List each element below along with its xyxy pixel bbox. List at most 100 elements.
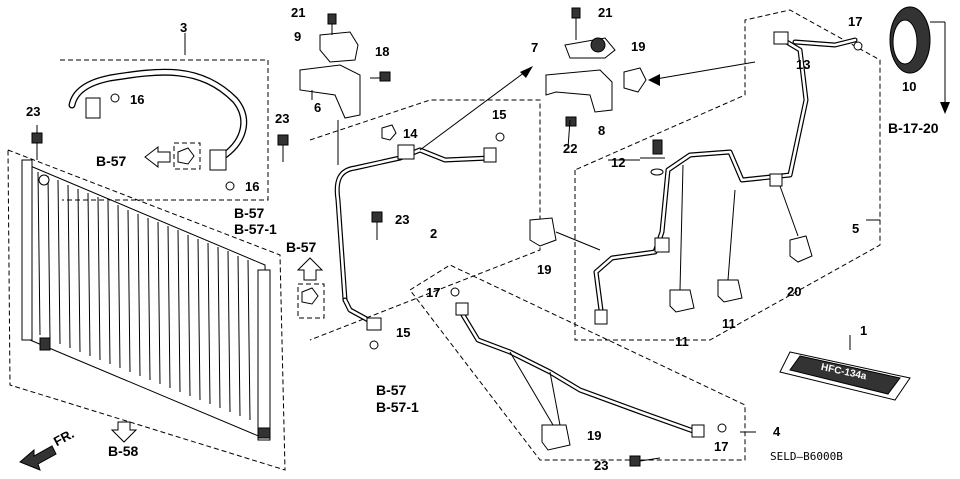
callout-20: 20 [787,284,801,299]
liquid-line [409,264,746,467]
ref-arrow-down [110,421,138,443]
o-ring [717,423,727,433]
ref-arrow-up [296,257,324,281]
pipe-clip [717,279,743,303]
pipe-clamp [769,173,783,187]
ref-b57-bottom[interactable]: B-57 [376,382,407,398]
pipe-fitting [483,147,497,163]
callout-8: 8 [598,123,605,138]
nut [301,287,319,305]
front-arrow [19,445,57,471]
nut-frame [297,283,325,319]
callout-1: 1 [860,323,867,338]
callout-18: 18 [375,44,389,59]
bolt [571,7,581,19]
nut [177,147,195,165]
callout-16-b: 16 [245,179,259,194]
ref-b57-left[interactable]: B-57 [96,153,127,169]
ref-arrow-left [144,145,171,169]
nut-frame [173,142,201,170]
o-ring [369,340,379,350]
nut [381,124,397,141]
arrow-head [520,66,533,78]
ref-b57-mid[interactable]: B-57 [286,239,317,255]
pipe-clamp [529,217,557,247]
callout-14: 14 [403,126,418,141]
callout-4: 4 [773,424,781,439]
arrow-head [648,74,660,86]
o-ring [853,41,863,51]
arrow-head [940,102,950,114]
ref-b58[interactable]: B-58 [108,443,139,459]
bolt [379,71,391,82]
callout-3: 3 [180,20,187,35]
discharge-hose [60,33,269,201]
ref-b57-1-bottom[interactable]: B-57-1 [376,399,419,415]
bolt [277,134,289,162]
callout-10: 10 [902,79,916,94]
callout-6: 6 [314,100,321,115]
callout-11-b: 11 [722,316,736,331]
callout-23-b: 23 [275,111,289,126]
bolt [31,125,43,160]
mount-bracket [299,13,391,119]
pipe-fitting [455,302,469,316]
o-ring [495,132,505,142]
pipe-clip [789,235,813,263]
pipe-fitting [773,31,789,45]
suction-pipe [309,66,541,341]
hose-fitting [209,149,227,171]
pipe-fitting [366,317,382,331]
bolt [629,455,661,467]
callout-11-a: 11 [675,334,689,349]
hose-bracket [85,97,101,119]
callout-21-b: 21 [598,5,612,20]
pipe-fitting [691,424,705,438]
callout-7: 7 [531,40,538,55]
front-label: FR. [51,426,77,449]
pressure-sensor [640,139,665,176]
warning-label-plate: HFC-134a [779,351,911,401]
callout-15-a: 15 [492,107,506,122]
callout-17-a: 17 [848,14,862,29]
callout-19-b: 19 [537,262,551,277]
condenser-side-tank-left [21,159,33,341]
bolt [371,211,383,240]
o-ring [225,181,235,191]
callout-2: 2 [430,226,437,241]
callout-17-b: 17 [426,285,440,300]
pipe-fitting [397,144,415,160]
callout-16-a: 16 [130,92,144,107]
receiver-line-assembly [574,9,881,341]
condenser-fitting [38,174,50,186]
callout-17-c: 17 [714,439,728,454]
callout-13: 13 [796,57,810,72]
receiver-bracket [545,7,616,127]
callout-21-a: 21 [291,5,305,20]
pipe-fitting [594,309,608,325]
ref-b17-20[interactable]: B-17-20 [888,120,939,136]
condenser-fins [37,171,251,421]
pressure-switch [590,37,606,53]
ref-b57-under-hose[interactable]: B-57 [234,205,265,221]
pipe-clamp [541,424,571,451]
condenser-mount-right [257,427,271,439]
callout-19-c: 19 [587,428,601,443]
callout-15-b: 15 [396,325,410,340]
expansion-valve-seal [889,6,950,114]
ref-b57-1-under-hose[interactable]: B-57-1 [234,221,277,237]
callout-23-a: 23 [26,104,40,119]
callout-5: 5 [852,221,859,236]
bolt [565,116,577,127]
o-ring [110,93,120,103]
callout-23-c: 23 [395,212,409,227]
condenser-mount-left [39,337,51,351]
callout-19-a: 19 [631,39,645,54]
o-ring [450,287,460,297]
bolt [327,13,337,25]
pipe-clip [669,289,695,313]
condenser [7,149,286,471]
callout-22: 22 [563,141,577,156]
callout-23-d: 23 [594,458,608,473]
